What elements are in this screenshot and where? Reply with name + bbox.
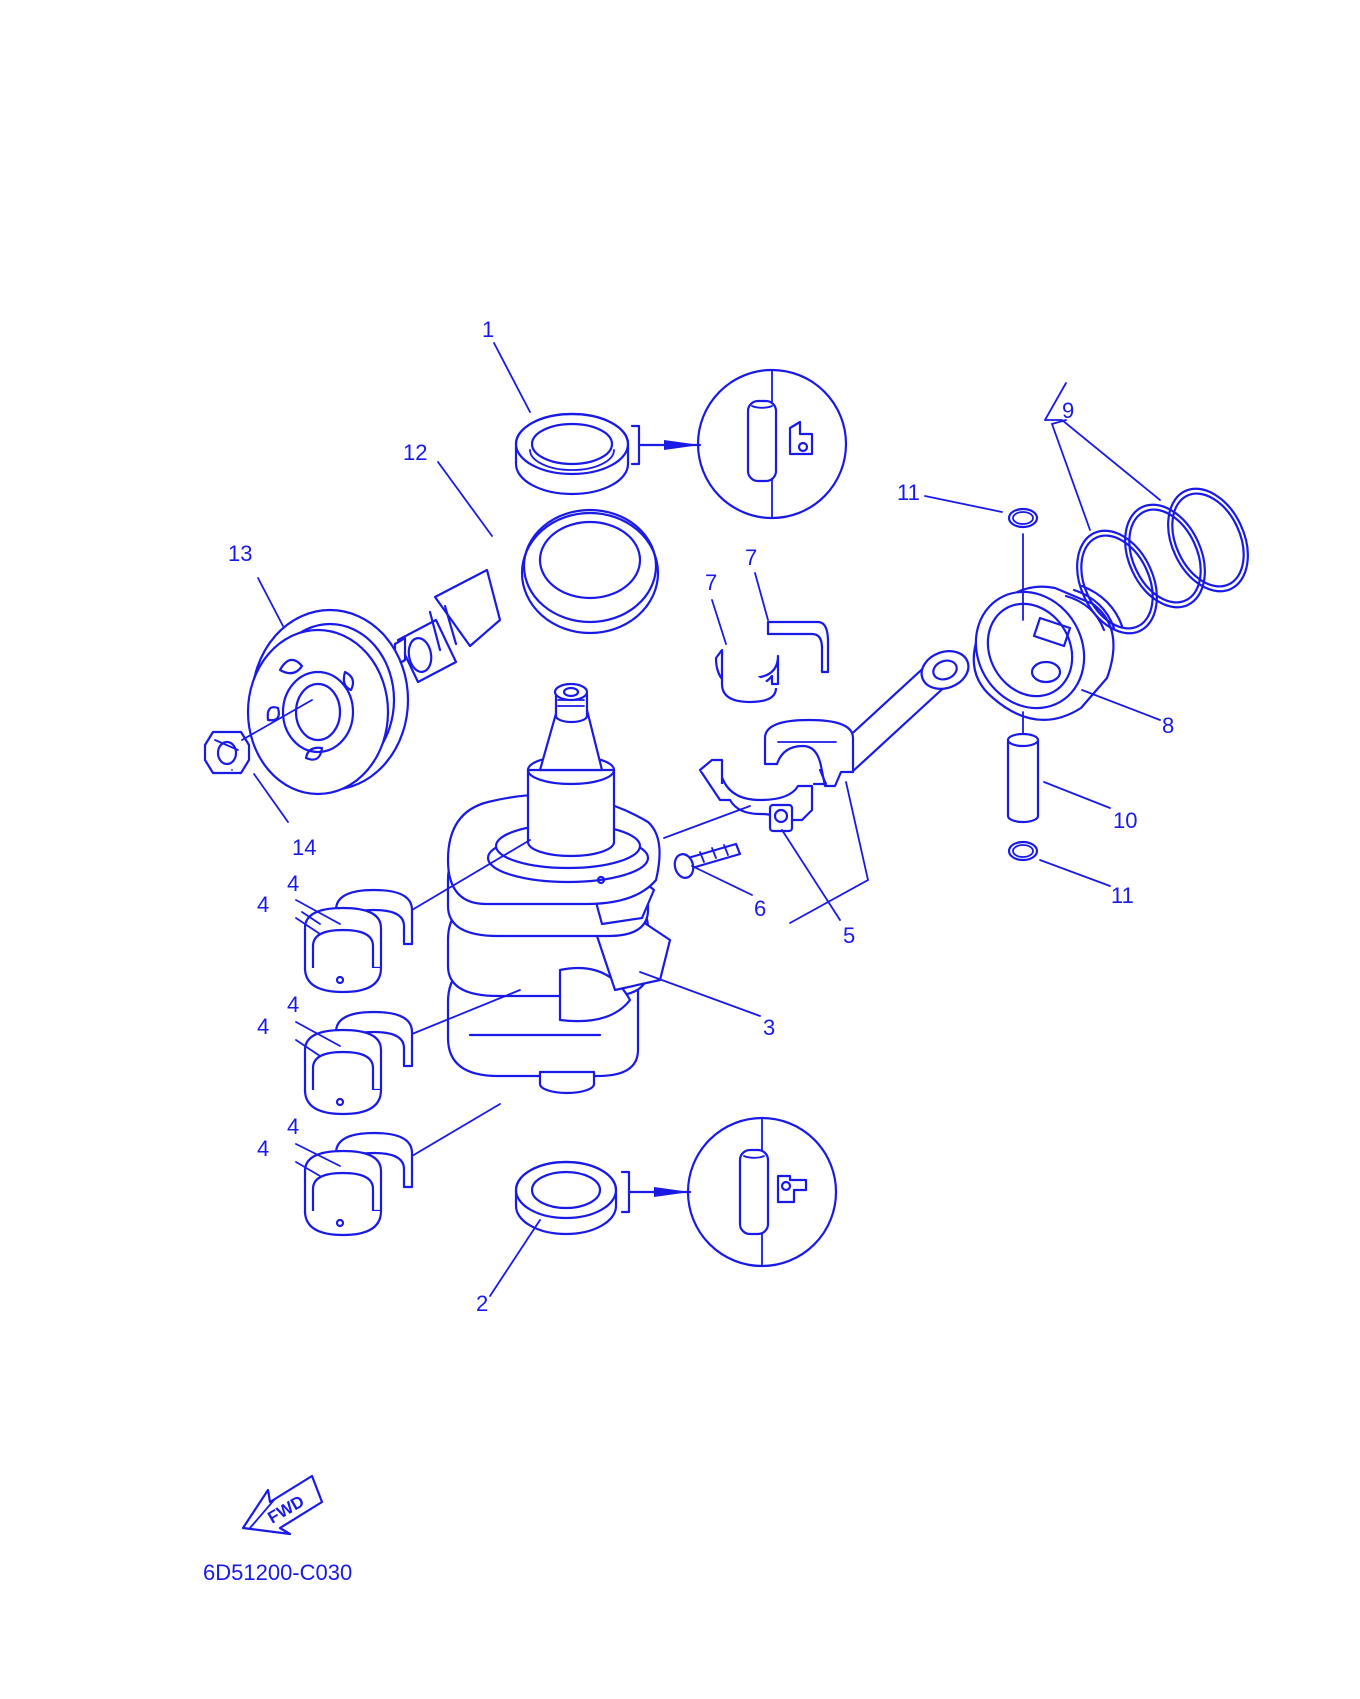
detail-circle-upper	[696, 368, 848, 520]
piston-rings-9	[1076, 487, 1249, 635]
label-12: 12	[403, 440, 427, 465]
circlip-upper-11	[1007, 507, 1039, 529]
detail-bracket-upper	[630, 424, 702, 466]
nut-14	[203, 730, 251, 775]
bearing-set-2	[303, 1010, 414, 1116]
label-13: 13	[228, 541, 252, 566]
detail-bracket-lower	[620, 1170, 692, 1214]
oil-seal-lower	[514, 1160, 618, 1236]
label-4d: 4	[257, 1014, 269, 1039]
leader-lines	[214, 342, 1161, 1297]
conrod-bearing-upper-7	[766, 620, 830, 674]
label-1: 1	[482, 317, 494, 342]
bearing-set-1	[303, 888, 414, 994]
label-14: 14	[292, 835, 316, 860]
flywheel-13	[246, 608, 410, 796]
conrod-bearing-lower-7	[714, 648, 780, 704]
connecting-rod-12	[393, 508, 660, 684]
label-9: 9	[1062, 398, 1074, 423]
label-4f: 4	[257, 1136, 269, 1161]
label-4a: 4	[287, 871, 299, 896]
part-labels: 1 2 3 4 4 4 4 4 4 5 6 7 7 8 9 10 11 11 1…	[228, 317, 1174, 1316]
label-4e: 4	[287, 1114, 299, 1139]
label-7b: 7	[745, 545, 757, 570]
label-6: 6	[754, 896, 766, 921]
circlip-lower-11	[1007, 840, 1039, 862]
bearing-set-3	[303, 1131, 414, 1237]
label-4b: 4	[257, 892, 269, 917]
label-10: 10	[1113, 808, 1137, 833]
label-4c: 4	[287, 992, 299, 1017]
label-11a: 11	[897, 480, 920, 505]
label-2: 2	[476, 1291, 488, 1316]
label-3: 3	[763, 1015, 775, 1040]
connecting-rod-5	[763, 650, 970, 788]
connecting-rod-cap-5	[698, 758, 814, 833]
detail-circle-lower	[686, 1116, 838, 1268]
piston-pin-10	[1006, 533, 1040, 824]
label-7a: 7	[705, 570, 717, 595]
oil-seal-upper	[514, 412, 630, 496]
piston-8	[972, 584, 1124, 721]
diagram-code: 6D51200-C030	[203, 1560, 352, 1585]
label-11b: 11	[1111, 883, 1134, 908]
label-5: 5	[843, 923, 855, 948]
label-8: 8	[1162, 713, 1174, 738]
fwd-arrow-icon: FWD	[241, 1474, 324, 1536]
bolt-6	[673, 842, 742, 879]
crankshaft	[446, 682, 672, 1095]
